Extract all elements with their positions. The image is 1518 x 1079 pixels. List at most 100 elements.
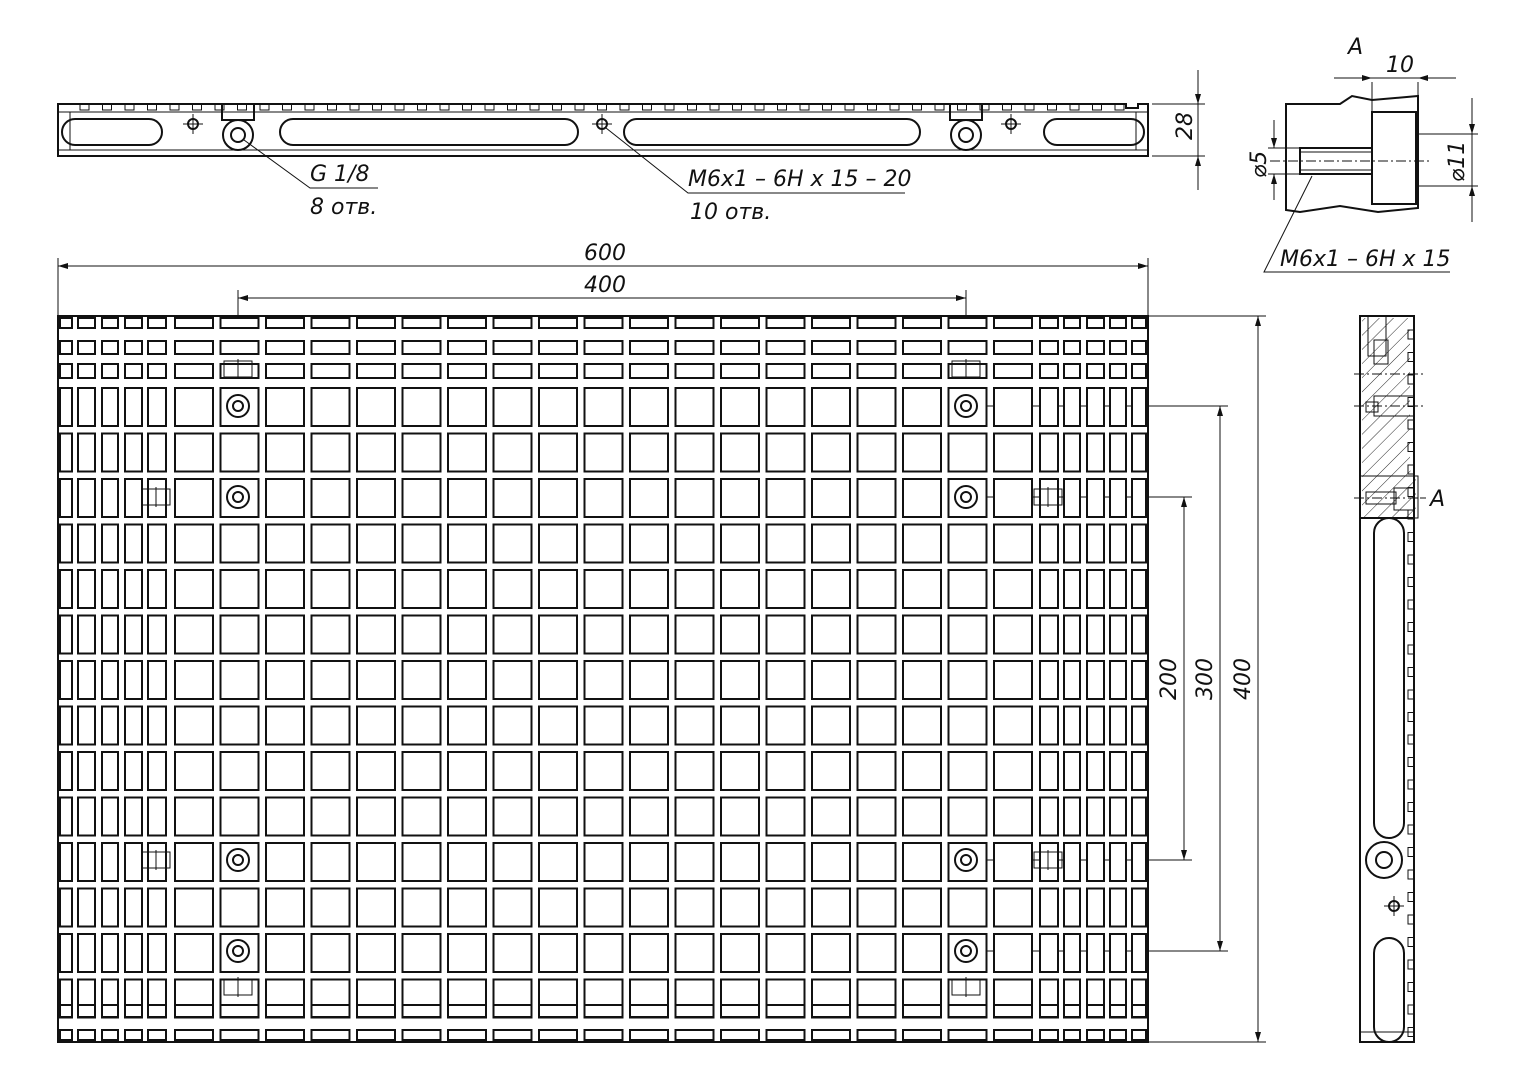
mounting-hole-inner <box>960 400 972 412</box>
grid-cell <box>401 363 442 379</box>
grid-cell <box>265 523 305 564</box>
grid-cell <box>947 705 988 746</box>
grid-cell <box>310 363 351 379</box>
grid-cell <box>447 340 487 355</box>
grid-cell <box>401 523 442 564</box>
grid-cell <box>356 1029 396 1041</box>
grid-cell <box>174 614 214 655</box>
grid-cell <box>147 796 167 837</box>
grid-cell <box>124 363 143 379</box>
grid-cell <box>947 363 988 379</box>
top-notch <box>844 103 855 111</box>
grid-cell <box>1131 340 1147 355</box>
grid-cell <box>856 614 897 655</box>
grid-cell <box>1039 432 1059 473</box>
grid-cell <box>59 1029 73 1041</box>
grid-cell <box>629 796 669 837</box>
grid-cell <box>77 387 96 427</box>
grid-cell <box>1086 478 1105 518</box>
grid-cell <box>1109 432 1127 473</box>
grid-cell <box>765 340 806 355</box>
grid-cell <box>583 478 624 518</box>
grid-cell <box>147 478 167 518</box>
g18-boss-right <box>949 103 983 151</box>
grid-cell <box>124 1004 143 1018</box>
grid-cell <box>401 569 442 609</box>
grid-cell <box>720 569 760 609</box>
grid-cell <box>947 1004 988 1018</box>
grid-cell <box>811 387 851 427</box>
grid-cell <box>720 614 760 655</box>
grid-cell <box>856 933 897 973</box>
grid-cell <box>856 796 897 837</box>
grid-cell <box>124 751 143 791</box>
slot-4 <box>1043 118 1145 146</box>
grid-cell <box>720 317 760 329</box>
side-hatched-section <box>1362 318 1416 518</box>
grid-cell <box>583 1004 624 1018</box>
grid-cell <box>1086 363 1105 379</box>
grid-cell <box>583 660 624 700</box>
grid-cell <box>765 887 806 928</box>
grid-cell <box>124 569 143 609</box>
grid-cell <box>538 660 578 700</box>
top-notch <box>169 103 180 111</box>
top-notch <box>147 103 157 111</box>
grid-cell <box>1063 478 1081 518</box>
top-notch <box>912 103 922 111</box>
m6-hole-top-2 <box>592 114 612 134</box>
grid-cell <box>856 660 897 700</box>
side-notch <box>1407 599 1415 610</box>
grid-cell <box>492 933 533 973</box>
counterbore <box>1371 111 1419 205</box>
grid-cell <box>674 1029 715 1041</box>
top-notch <box>574 103 585 111</box>
grid-cell <box>101 796 119 837</box>
grid-cell <box>583 387 624 427</box>
grid-cell <box>765 387 806 427</box>
grid-cell <box>1109 660 1127 700</box>
side-notch <box>1407 689 1415 700</box>
grid-cell <box>147 1029 167 1041</box>
grid-cell <box>1109 796 1127 837</box>
grid-cell <box>492 887 533 928</box>
grid-cell <box>538 478 578 518</box>
grid-cell <box>310 614 351 655</box>
grid-cell <box>265 705 305 746</box>
grid-cell <box>993 614 1033 655</box>
grid-cell <box>447 660 487 700</box>
grid-cell <box>1039 887 1059 928</box>
grid-cell <box>77 796 96 837</box>
top-notch <box>552 103 562 111</box>
grid-cell <box>947 432 988 473</box>
grid-cell <box>101 569 119 609</box>
mounting-hole-inner <box>232 491 244 503</box>
grid-cell <box>856 842 897 882</box>
grid-cell <box>147 363 167 379</box>
grid-cell <box>401 614 442 655</box>
grid-cell <box>310 478 351 518</box>
grid-cell <box>265 796 305 837</box>
grid-cell <box>856 1029 897 1041</box>
grid-cell <box>356 569 396 609</box>
top-notch <box>372 103 382 111</box>
grid-cell <box>1039 660 1059 700</box>
detail-section-letter: A <box>1346 35 1363 60</box>
grid-cell <box>629 387 669 427</box>
grid-cell <box>1063 569 1081 609</box>
grid-cell <box>59 432 73 473</box>
grid-cell <box>310 387 351 427</box>
grid-cell <box>401 1004 442 1018</box>
grid-cell <box>147 660 167 700</box>
grid-cell <box>902 660 942 700</box>
grid-cell <box>77 660 96 700</box>
grid-cell <box>174 569 214 609</box>
top-notch <box>259 103 270 111</box>
grid-cell <box>101 523 119 564</box>
grid-cell <box>720 432 760 473</box>
grid-cell <box>310 317 351 329</box>
grid-cell <box>1063 796 1081 837</box>
grid-cell <box>765 751 806 791</box>
grid-cell <box>947 1029 988 1041</box>
grid-cell <box>356 432 396 473</box>
